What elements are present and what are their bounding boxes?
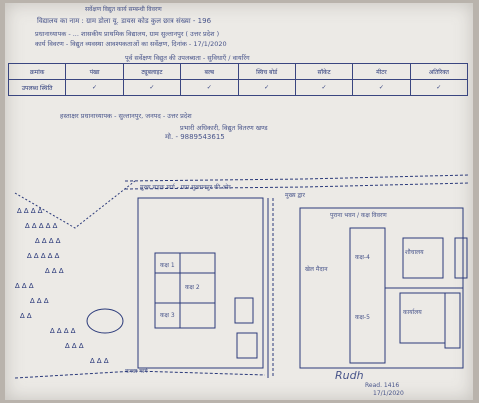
header-work-line: कार्य विवरण - विद्युत व्यवस्था आवश्यकताओ… — [35, 40, 227, 48]
map-left-room: कक्ष 3 — [160, 312, 175, 319]
map-gate-label: मुख्य द्वार — [285, 192, 305, 199]
signature-phone: मो. - 9889543615 — [165, 133, 225, 141]
svg-text:∆ ∆ ∆: ∆ ∆ ∆ — [29, 297, 49, 305]
map-left-room: कक्ष 1 — [160, 262, 175, 269]
header-title: सर्वेक्षण विद्युत कार्य सम्बन्धी विवरण — [85, 6, 162, 13]
table-row: उपलब्ध स्थिति ✓ ✓ ✓ ✓ ✓ ✓ ✓ — [7, 79, 469, 96]
svg-text:∆ ∆ ∆ ∆: ∆ ∆ ∆ ∆ — [34, 237, 61, 245]
survey-table: क्रमांक पंखा ट्यूबलाइट बल्ब स्विच बोर्ड … — [7, 63, 469, 96]
map-right-room: शौचालय — [405, 249, 424, 256]
map-right-room: कार्यालय — [403, 309, 422, 316]
table-heading: पूर्व सर्वेक्षण विद्युत की उपलब्धता - सु… — [125, 54, 250, 62]
map-center-label: खेल मैदान — [305, 266, 328, 273]
svg-text:∆ ∆ ∆: ∆ ∆ ∆ — [64, 342, 84, 350]
map-bottom-road-label: कच्चा मार्ग — [125, 368, 148, 375]
map-left-room: कक्ष 2 — [185, 284, 200, 291]
signature-date: 17/1/2020 — [373, 390, 404, 397]
site-map-sketch: ∆ ∆ ∆ ∆ ∆ ∆ ∆ ∆ ∆ ∆ ∆ ∆ ∆ ∆ ∆ ∆ ∆ ∆ ∆ ∆ … — [14, 174, 469, 379]
table-row-label: उपलब्ध स्थिति — [7, 79, 67, 96]
svg-text:∆ ∆ ∆ ∆ ∆: ∆ ∆ ∆ ∆ ∆ — [24, 222, 58, 230]
table-cell: ✓ — [352, 79, 411, 96]
scanned-document-page: सर्वेक्षण विद्युत कार्य सम्बन्धी विवरण व… — [5, 3, 473, 400]
map-top-road-label: मुख्य सड़क मार्ग - ग्राम सुल्तानपुर की ओ… — [140, 184, 231, 191]
signature-line-2: प्रभारी अधिकारी, विद्युत वितरण खण्ड — [180, 124, 268, 132]
map-right-room: कक्ष-5 — [355, 314, 370, 321]
signature: Rudh — [335, 369, 364, 382]
header-school-line: विद्यालय का नाम : ग्राम डोला यू. डायस को… — [37, 17, 212, 25]
signature-sub: Read. 1416 — [365, 382, 400, 389]
map-right-room: कक्ष-4 — [355, 254, 370, 261]
signature-line-1: हस्ताक्षर प्रधानाध्यापक - सुल्तानपुर, जन… — [60, 112, 192, 120]
table-cell: ✓ — [65, 79, 124, 96]
map-right-title: पुराना भवन / कक्ष विवरण — [330, 212, 387, 219]
svg-text:∆ ∆ ∆: ∆ ∆ ∆ — [14, 282, 34, 290]
table-cell: ✓ — [409, 79, 469, 96]
svg-text:∆ ∆ ∆: ∆ ∆ ∆ — [44, 267, 64, 275]
svg-text:∆ ∆ ∆: ∆ ∆ ∆ — [89, 357, 109, 365]
svg-text:∆ ∆: ∆ ∆ — [19, 312, 32, 320]
svg-text:∆ ∆ ∆ ∆: ∆ ∆ ∆ ∆ — [49, 327, 76, 335]
svg-text:∆ ∆ ∆ ∆: ∆ ∆ ∆ ∆ — [16, 207, 43, 215]
svg-text:∆ ∆ ∆ ∆ ∆: ∆ ∆ ∆ ∆ ∆ — [26, 252, 60, 260]
header-headmaster-line: प्रधानाध्यापक - ... शासकीय प्राथमिक विद्… — [35, 30, 220, 38]
